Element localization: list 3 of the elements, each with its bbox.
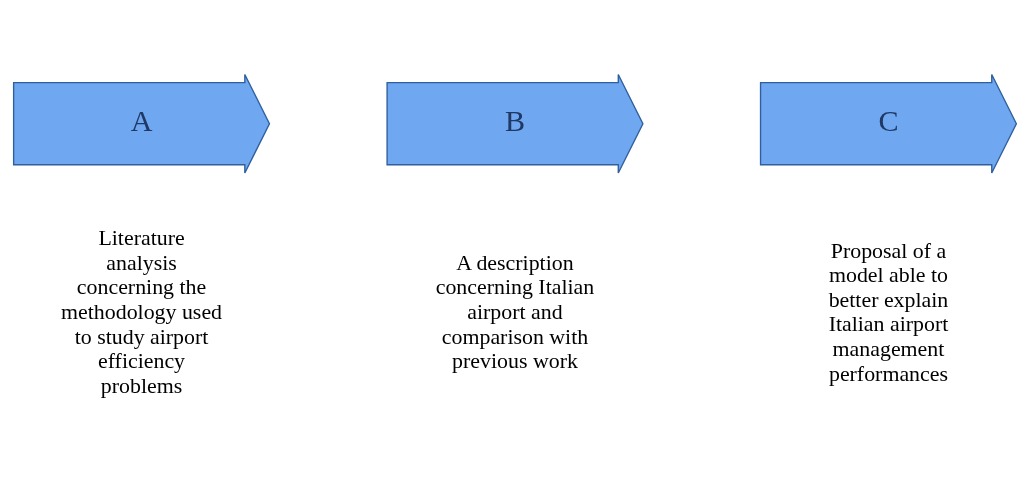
node-label: A description concerning Italian airport and comparison with previous work: [435, 250, 595, 373]
node-label: Proposal of a model able to better explain Italian airport management performances: [828, 238, 949, 386]
node-label: Literature analysis concerning the methodology used to study airport efficiency problems: [61, 225, 223, 398]
